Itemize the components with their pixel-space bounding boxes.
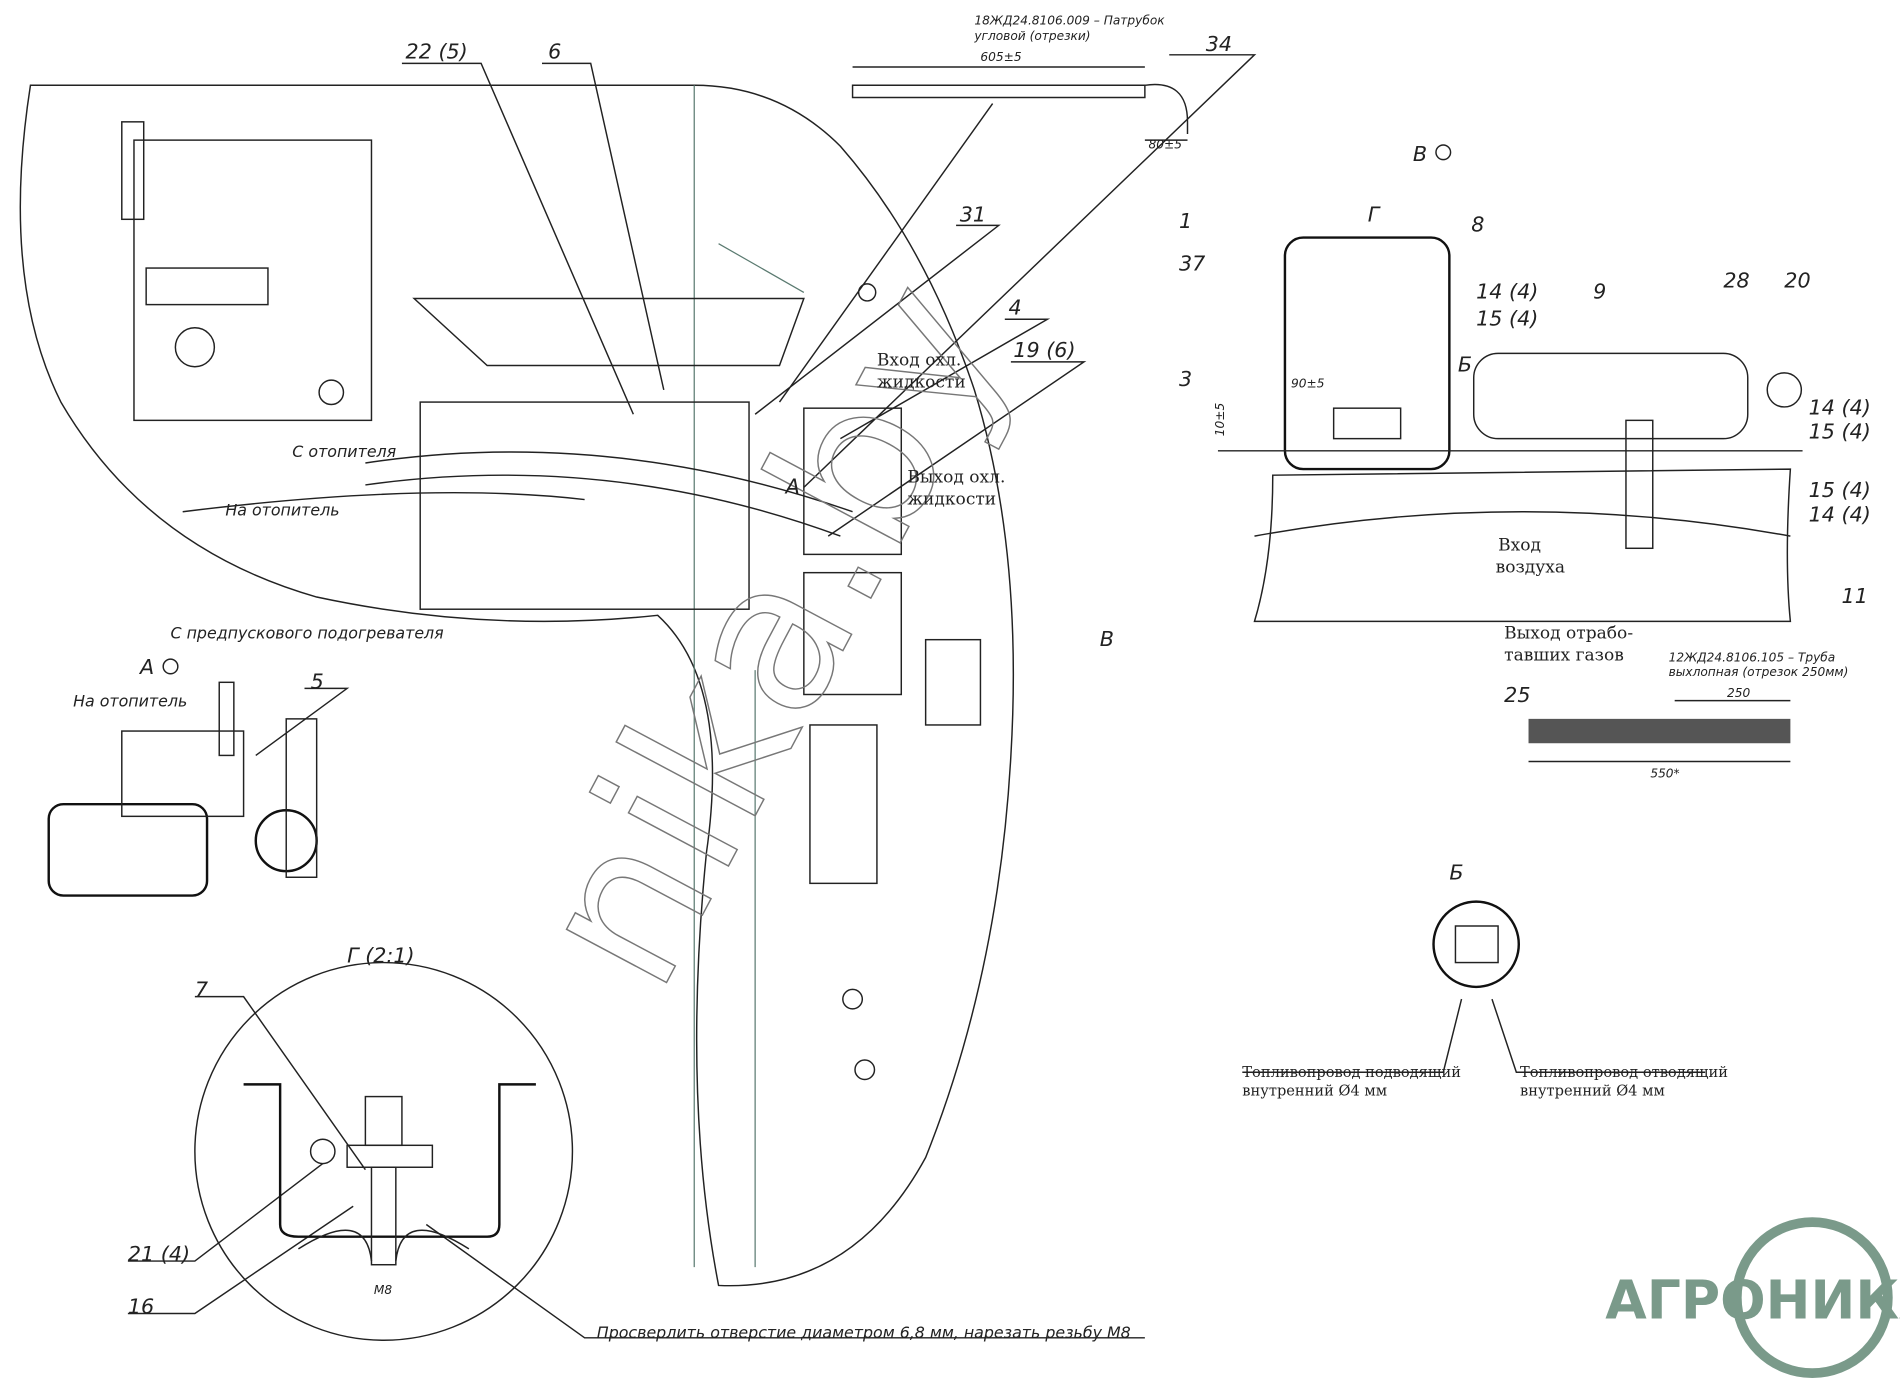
svg-text:31: 31 (960, 203, 986, 227)
svg-text:Топливопровод подводящий: Топливопровод подводящий (1242, 1064, 1461, 1081)
svg-text:11: 11 (1842, 584, 1868, 608)
svg-text:Просверлить отверстие диаметро: Просверлить отверстие диаметром 6,8 мм, … (597, 1323, 1131, 1342)
svg-text:21 (4): 21 (4) (128, 1242, 190, 1266)
svg-text:10±5: 10±5 (1213, 403, 1227, 437)
svg-text:3: 3 (1179, 367, 1192, 391)
svg-text:20: 20 (1784, 269, 1810, 293)
svg-text:90±5: 90±5 (1291, 376, 1325, 390)
svg-text:34: 34 (1206, 32, 1232, 56)
svg-text:АГРОНИКА: АГРОНИКА (1605, 1268, 1900, 1331)
svg-text:14 (4): 14 (4) (1476, 280, 1538, 304)
svg-text:Выход охл.: Выход охл. (907, 467, 1005, 487)
svg-text:С отопителя: С отопителя (292, 442, 396, 461)
svg-text:15 (4): 15 (4) (1809, 420, 1871, 444)
svg-text:Г (2:1): Г (2:1) (347, 944, 415, 968)
svg-text:5: 5 (311, 669, 324, 693)
svg-text:В: В (1100, 627, 1114, 651)
svg-text:жидкости: жидкости (877, 372, 966, 392)
svg-text:угловой (отрезки): угловой (отрезки) (973, 29, 1090, 43)
svg-text:В: В (1413, 142, 1427, 166)
svg-text:Вход: Вход (1498, 536, 1541, 556)
svg-text:жидкости: жидкости (907, 489, 996, 509)
svg-text:22 (5): 22 (5) (406, 39, 468, 63)
view-a-heater (47, 681, 318, 897)
svg-text:воздуха: воздуха (1496, 558, 1565, 578)
svg-text:15 (4): 15 (4) (1476, 306, 1538, 330)
svg-text:Выход отрабо-: Выход отрабо- (1504, 623, 1633, 643)
view-b (1242, 900, 1706, 1073)
svg-text:8: 8 (1471, 212, 1484, 236)
leader-lines (127, 54, 1257, 1339)
svg-text:15 (4): 15 (4) (1809, 478, 1871, 502)
svg-text:19 (6): 19 (6) (1013, 338, 1075, 362)
svg-text:25: 25 (1504, 683, 1530, 707)
svg-text:4: 4 (1008, 295, 1021, 319)
svg-text:А: А (138, 655, 154, 679)
pipe-25 (1528, 699, 1791, 763)
view-v-heater (1217, 236, 1803, 623)
svg-text:9: 9 (1593, 280, 1606, 304)
svg-text:выхлопная (отрезок 250мм): выхлопная (отрезок 250мм) (1669, 665, 1849, 679)
svg-text:внутренний Ø4 мм: внутренний Ø4 мм (1520, 1082, 1665, 1099)
svg-text:На отопитель: На отопитель (73, 692, 187, 711)
view-labels: А В Б Г (2:1) А В Б (138, 142, 1472, 968)
svg-text:С предпускового подогревателя: С предпускового подогревателя (171, 623, 445, 642)
watermark: nika.by (488, 245, 1054, 1022)
detail-g (194, 961, 574, 1341)
svg-text:37: 37 (1179, 251, 1205, 275)
svg-text:250: 250 (1727, 686, 1750, 700)
svg-text:14 (4): 14 (4) (1809, 502, 1871, 526)
svg-text:6: 6 (548, 39, 561, 63)
svg-text:1: 1 (1179, 209, 1192, 233)
callout-labels: 22 (5) 6 34 31 4 19 (6) 1 37 8 Г 14 (4) … (128, 32, 1871, 1318)
svg-text:12ЖД24.8106.105 – Труба: 12ЖД24.8106.105 – Труба (1669, 651, 1836, 665)
svg-text:внутренний Ø4 мм: внутренний Ø4 мм (1242, 1082, 1387, 1099)
svg-text:7: 7 (195, 978, 208, 1002)
svg-text:605±5: 605±5 (980, 50, 1021, 64)
svg-text:Топливопровод отводящий: Топливопровод отводящий (1520, 1064, 1728, 1081)
agronika-logo: АГРОНИКА (1605, 1217, 1900, 1379)
svg-text:тавших газов: тавших газов (1504, 645, 1624, 665)
svg-text:Вход охл.: Вход охл. (877, 351, 961, 371)
svg-text:550*: 550* (1650, 766, 1679, 780)
svg-text:М8: М8 (374, 1283, 392, 1297)
svg-text:14 (4): 14 (4) (1809, 395, 1871, 419)
svg-text:На отопитель: На отопитель (225, 500, 339, 519)
main-view (19, 66, 1189, 1287)
svg-text:Б: Б (1449, 861, 1463, 885)
svg-text:18ЖД24.8106.009 – Патрубок: 18ЖД24.8106.009 – Патрубок (974, 13, 1165, 27)
svg-text:80±5: 80±5 (1149, 138, 1183, 152)
svg-text:16: 16 (128, 1294, 154, 1318)
svg-text:А: А (784, 474, 800, 498)
svg-text:Г: Г (1368, 203, 1381, 227)
svg-text:28: 28 (1723, 269, 1749, 293)
svg-text:Б: Б (1458, 353, 1472, 377)
annotations: 18ЖД24.8106.009 – Патрубок угловой (отре… (73, 13, 1848, 1341)
